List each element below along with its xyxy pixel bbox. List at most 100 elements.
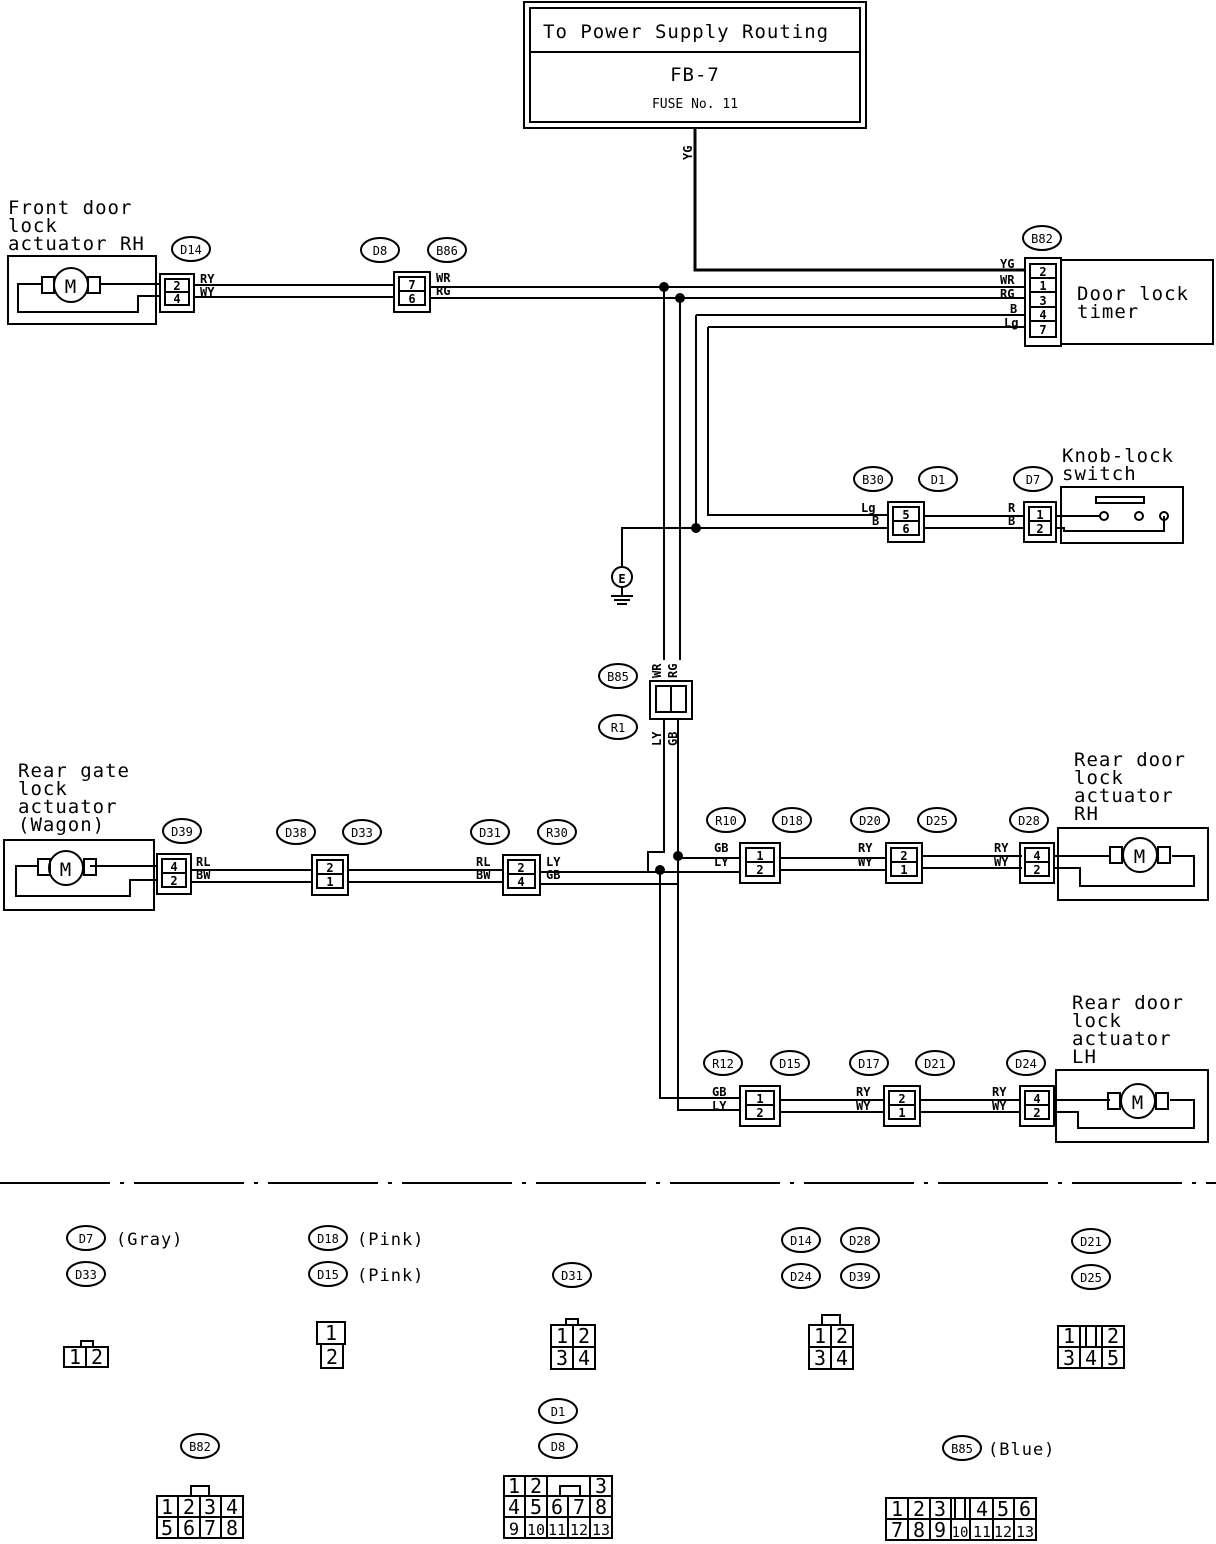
svg-text:3: 3 <box>595 1474 607 1498</box>
svg-text:5: 5 <box>902 508 909 522</box>
svg-text:D33: D33 <box>75 1268 97 1282</box>
svg-text:1: 1 <box>325 1321 337 1345</box>
svg-text:WR: WR <box>1000 273 1015 287</box>
connector-d7: D7 1 2 <box>1013 466 1057 543</box>
svg-text:2: 2 <box>836 1324 848 1348</box>
svg-text:GB: GB <box>712 1085 726 1099</box>
svg-text:5: 5 <box>161 1516 173 1540</box>
svg-text:D25: D25 <box>926 814 948 828</box>
svg-text:6: 6 <box>183 1516 195 1540</box>
svg-text:LY: LY <box>714 855 729 869</box>
svg-text:2: 2 <box>578 1324 590 1348</box>
svg-text:7: 7 <box>573 1495 585 1519</box>
svg-text:2: 2 <box>1036 522 1043 536</box>
svg-text:2: 2 <box>756 1106 763 1120</box>
svg-text:1: 1 <box>556 1324 568 1348</box>
svg-text:11: 11 <box>973 1523 991 1541</box>
svg-text:1: 1 <box>1036 508 1043 522</box>
svg-text:actuator RH: actuator RH <box>8 233 145 255</box>
svg-text:D17: D17 <box>858 1057 880 1071</box>
svg-text:4: 4 <box>578 1346 590 1370</box>
svg-text:(Pink): (Pink) <box>357 1266 424 1286</box>
svg-text:Knob-lock: Knob-lock <box>1062 445 1174 467</box>
svg-text:LH: LH <box>1072 1046 1097 1068</box>
svg-text:RY: RY <box>856 1085 871 1099</box>
svg-text:4: 4 <box>1039 308 1046 322</box>
svg-text:1: 1 <box>814 1324 826 1348</box>
svg-text:D1: D1 <box>551 1405 565 1419</box>
svg-text:7: 7 <box>408 278 415 292</box>
svg-text:2: 2 <box>326 861 333 875</box>
connector-d8-b86: D8 B86 7 6 <box>360 237 467 313</box>
svg-text:5: 5 <box>997 1497 1009 1521</box>
svg-text:10: 10 <box>952 1525 969 1541</box>
svg-text:2: 2 <box>1107 1324 1119 1348</box>
svg-text:D28: D28 <box>1018 814 1040 828</box>
svg-text:R12: R12 <box>712 1057 734 1071</box>
svg-text:LY: LY <box>712 1099 727 1113</box>
svg-text:4: 4 <box>226 1495 238 1519</box>
svg-text:RH: RH <box>1074 803 1099 825</box>
svg-text:D24: D24 <box>790 1270 812 1284</box>
connector-r10-d18: R10 D18 1 2 <box>706 807 812 884</box>
svg-text:RL: RL <box>476 855 490 869</box>
svg-text:actuator: actuator <box>18 796 118 818</box>
svg-text:WY: WY <box>994 855 1009 869</box>
svg-text:D21: D21 <box>924 1057 946 1071</box>
svg-text:Lg: Lg <box>861 501 875 515</box>
rear-door-actuator-lh: Rear door lock actuator LH M <box>1054 992 1209 1143</box>
svg-text:D14: D14 <box>180 243 202 257</box>
svg-text:B30: B30 <box>862 473 884 487</box>
svg-text:1: 1 <box>1063 1324 1075 1348</box>
svg-text:2: 2 <box>91 1345 103 1369</box>
svg-text:5: 5 <box>1107 1346 1119 1370</box>
svg-text:R30: R30 <box>546 826 568 840</box>
connector-b82: B82 2 1 3 4 7 <box>1022 225 1062 347</box>
legend-d7-d33: D7 (Gray) D33 1 2 <box>63 1225 182 1369</box>
svg-text:(Blue): (Blue) <box>988 1440 1055 1460</box>
svg-text:GB: GB <box>666 732 680 746</box>
svg-text:1: 1 <box>508 1474 520 1498</box>
svg-text:2: 2 <box>173 279 180 293</box>
svg-text:WY: WY <box>200 285 215 299</box>
svg-text:2: 2 <box>913 1497 925 1521</box>
motor-symbol <box>48 850 84 886</box>
svg-text:13: 13 <box>1016 1523 1034 1541</box>
svg-text:D28: D28 <box>849 1234 871 1248</box>
svg-text:D31: D31 <box>561 1269 583 1283</box>
svg-text:RG: RG <box>666 664 680 678</box>
svg-text:4: 4 <box>1033 1092 1040 1106</box>
svg-text:B82: B82 <box>1031 232 1053 246</box>
svg-text:RY: RY <box>994 841 1009 855</box>
svg-text:R: R <box>1008 501 1016 515</box>
svg-text:3: 3 <box>934 1497 946 1521</box>
svg-text:D21: D21 <box>1080 1235 1102 1249</box>
svg-text:E: E <box>618 572 625 586</box>
svg-text:D8: D8 <box>373 244 387 258</box>
svg-text:1: 1 <box>898 1106 905 1120</box>
svg-text:GB: GB <box>546 868 560 882</box>
svg-text:Rear door: Rear door <box>1072 992 1184 1014</box>
svg-text:2: 2 <box>326 1345 338 1369</box>
connector-d28: D28 4 2 <box>1009 807 1055 884</box>
svg-text:YG: YG <box>1000 257 1014 271</box>
svg-text:3: 3 <box>1039 294 1046 308</box>
svg-text:Door lock: Door lock <box>1077 283 1189 305</box>
door-lock-timer: Door lock timer <box>1060 259 1214 345</box>
svg-text:4: 4 <box>1033 849 1040 863</box>
svg-text:M: M <box>1134 846 1146 868</box>
svg-text:2: 2 <box>1039 265 1046 279</box>
motor-symbol <box>1120 1083 1156 1119</box>
svg-text:GB: GB <box>714 841 728 855</box>
svg-text:WY: WY <box>856 1099 871 1113</box>
svg-text:6: 6 <box>1019 1497 1031 1521</box>
svg-text:lock: lock <box>18 778 68 800</box>
svg-text:4: 4 <box>836 1346 848 1370</box>
ground-symbol: E <box>611 560 633 605</box>
svg-text:1: 1 <box>900 863 907 877</box>
svg-text:D15: D15 <box>779 1057 801 1071</box>
svg-text:D39: D39 <box>849 1270 871 1284</box>
svg-text:2: 2 <box>183 1495 195 1519</box>
svg-text:3: 3 <box>556 1346 568 1370</box>
